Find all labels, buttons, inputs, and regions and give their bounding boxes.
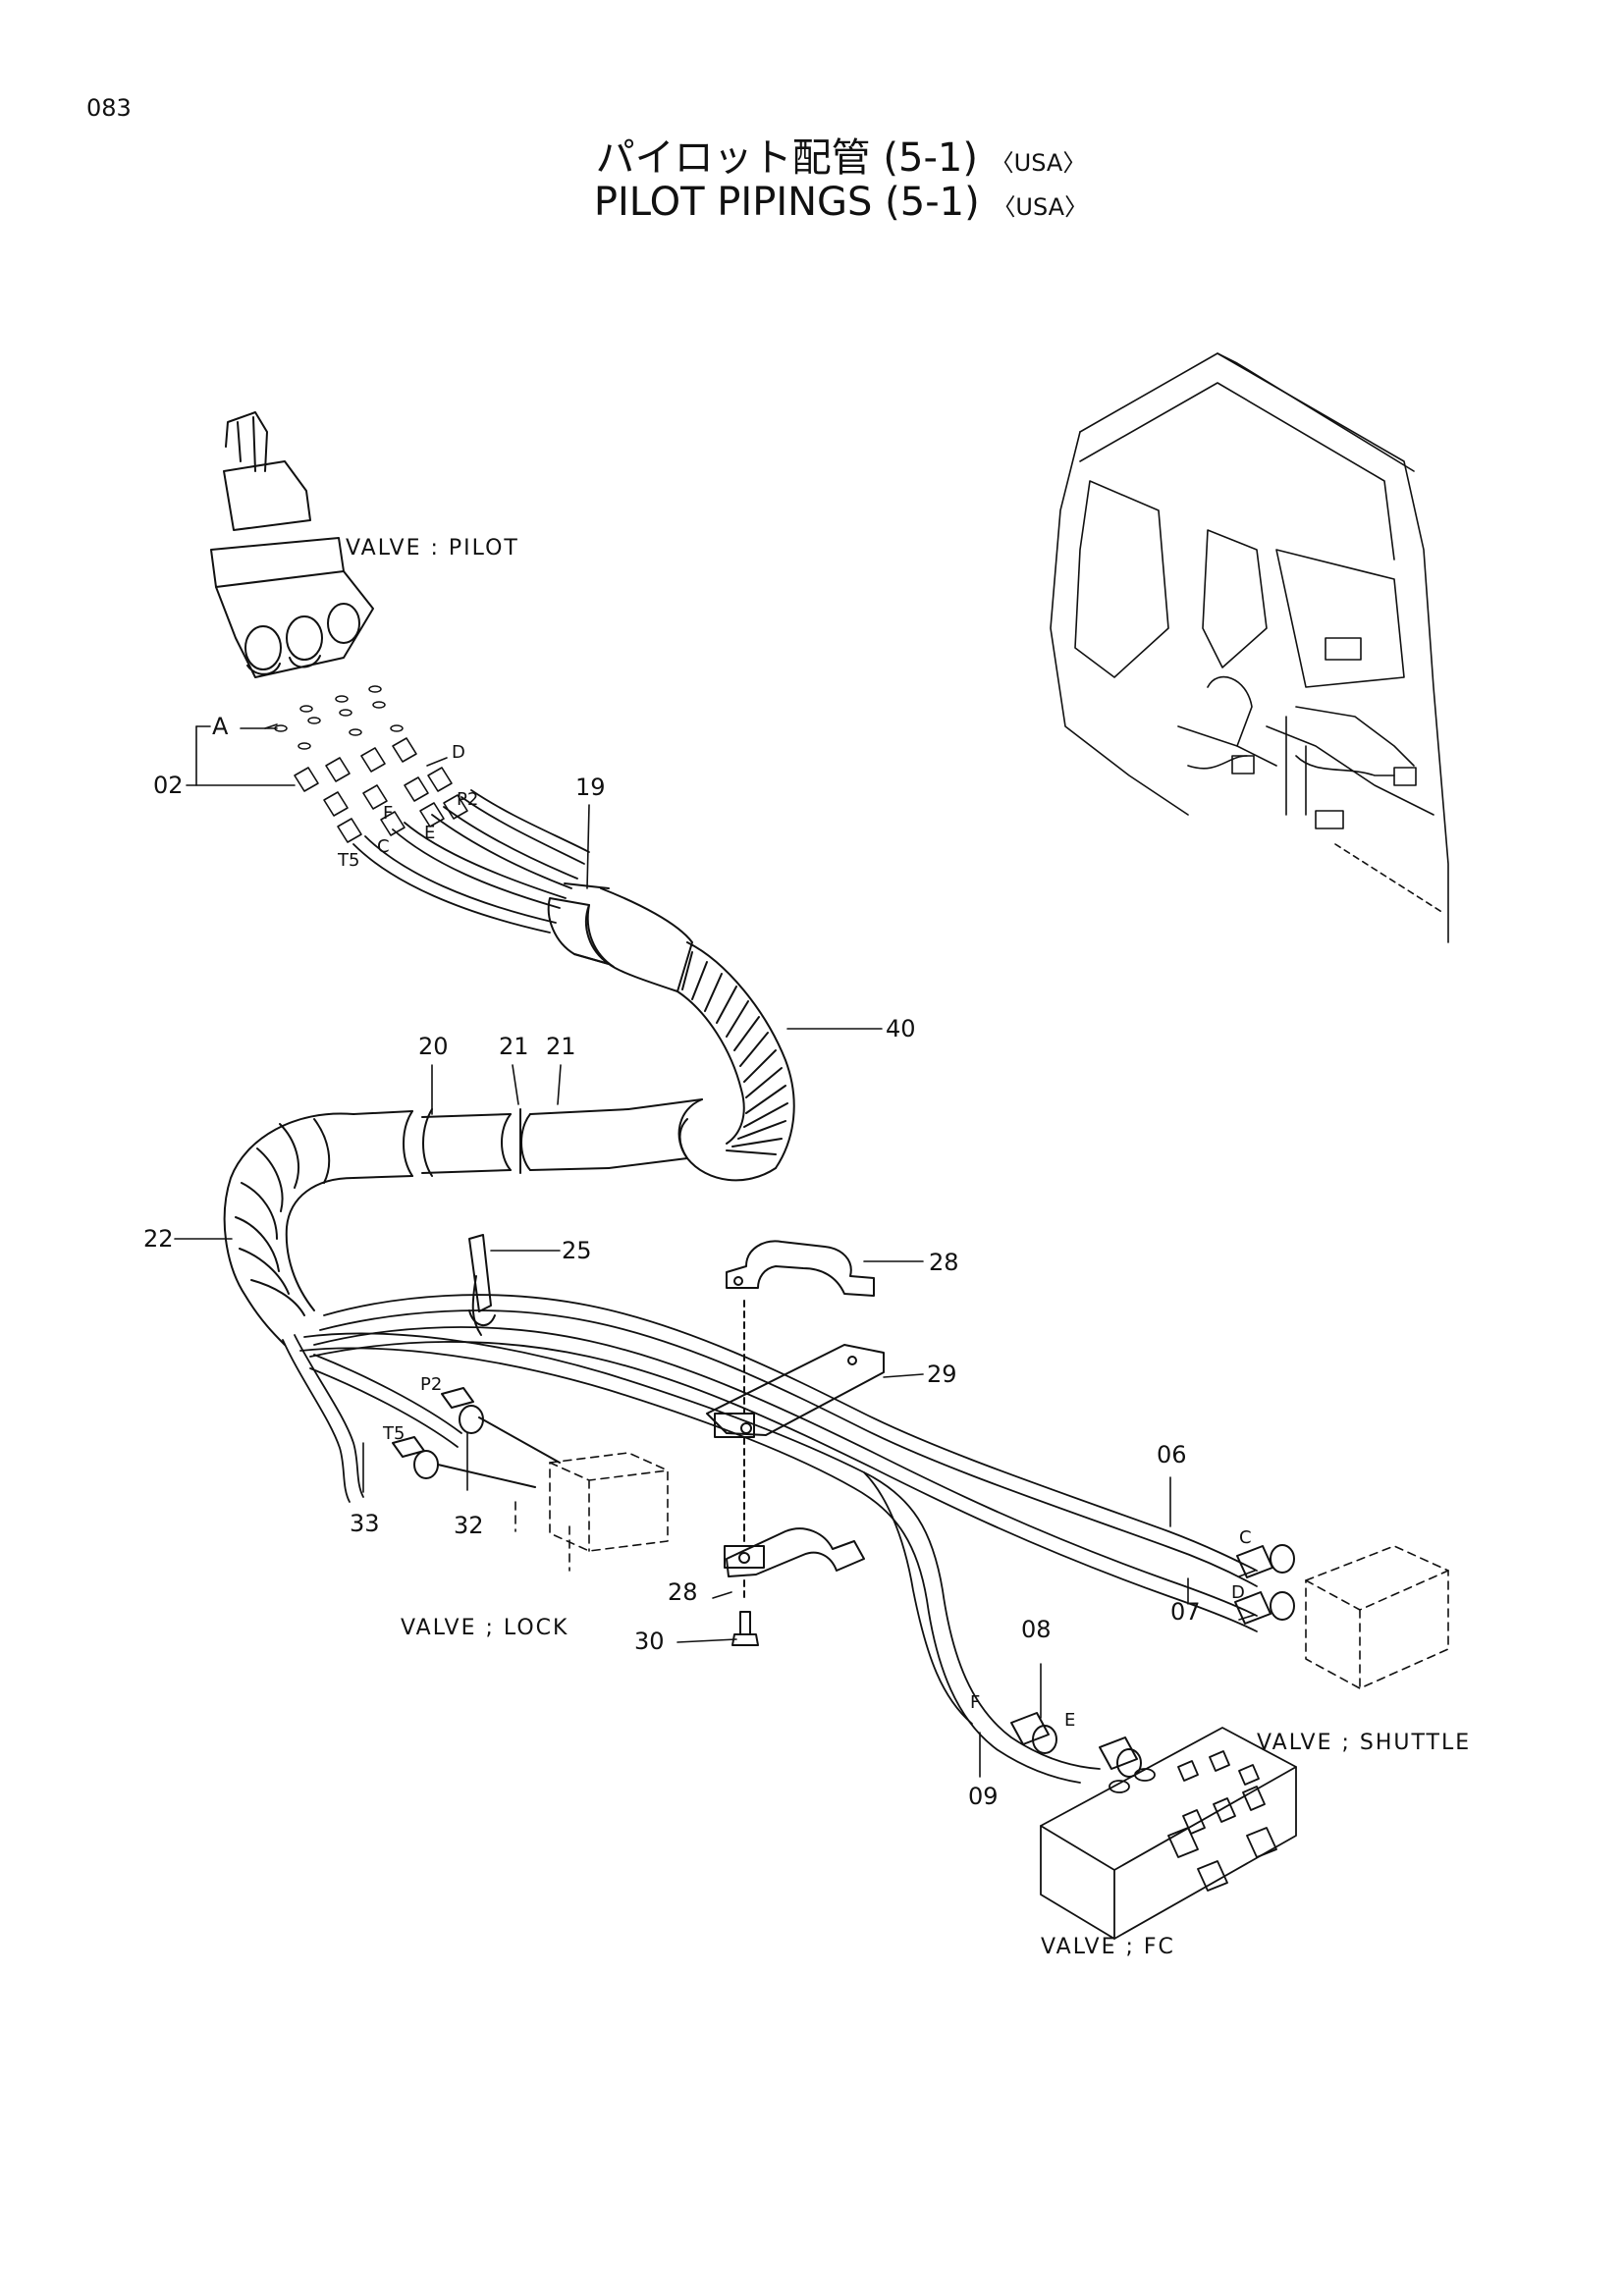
part-02: 02	[153, 772, 184, 799]
port-f-lower: F	[970, 1692, 980, 1713]
part-29: 29	[927, 1361, 957, 1388]
title-en-section: (5-1)	[885, 180, 980, 225]
title-japanese: パイロット配管 (5-1) 〈USA〉	[0, 126, 1623, 183]
part-19: 19	[575, 774, 606, 801]
clamp-28-upper	[726, 1240, 875, 1297]
port-d-lower: D	[1231, 1582, 1245, 1603]
label-valve-shuttle: VALVE ; SHUTTLE	[1257, 1731, 1471, 1755]
leader-lines	[174, 723, 1256, 1778]
part-30: 30	[634, 1628, 665, 1655]
plate-29	[706, 1344, 885, 1438]
shuttle-valve-block	[1305, 1545, 1449, 1689]
port-t5-lower: T5	[382, 1423, 405, 1444]
label-valve-fc: VALVE ; FC	[1041, 1935, 1175, 1959]
port-e-lower: E	[1064, 1710, 1075, 1731]
part-09: 09	[968, 1783, 999, 1810]
title-jp-section: (5-1)	[883, 135, 978, 181]
part-28-lower: 28	[668, 1578, 698, 1606]
pilot-hoses-upper	[352, 789, 590, 934]
page-number: 083	[86, 94, 132, 122]
part-22: 22	[143, 1225, 174, 1253]
bolt-30	[731, 1611, 759, 1646]
part-40: 40	[886, 1015, 916, 1042]
title-en-region-tag: 〈USA〉	[992, 193, 1089, 221]
pilot-valve-body	[210, 411, 374, 678]
band-25	[468, 1234, 496, 1336]
cab-illustration	[1050, 352, 1449, 943]
spiral-wrap-22	[223, 1112, 354, 1346]
valve-lock-block	[514, 1452, 669, 1572]
part-28-upper: 28	[929, 1249, 959, 1276]
port-p2-upper: P2	[457, 789, 478, 810]
title-jp-text: パイロット配管	[595, 135, 871, 181]
part-33: 33	[350, 1510, 380, 1537]
valve-fc-block	[1040, 1727, 1297, 1940]
port-a: A	[212, 713, 229, 740]
fittings-02	[294, 737, 468, 843]
part-21-right: 21	[546, 1033, 576, 1060]
label-valve-lock: VALVE ; LOCK	[401, 1616, 568, 1640]
title-en-text: PILOT PIPINGS	[593, 180, 873, 225]
part-20: 20	[418, 1033, 449, 1060]
port-f-upper: F	[383, 803, 393, 824]
clamp-28-lower	[724, 1527, 865, 1577]
part-21-left: 21	[499, 1033, 529, 1060]
port-c-upper: C	[377, 836, 390, 857]
o-rings	[274, 685, 404, 750]
main-hose-run	[282, 1294, 1258, 1784]
part-08: 08	[1021, 1616, 1052, 1643]
part-06: 06	[1157, 1441, 1187, 1468]
part-25: 25	[562, 1237, 592, 1264]
protector-40	[608, 941, 795, 1182]
title-english: PILOT PIPINGS (5-1) 〈USA〉	[0, 180, 1623, 225]
band-19	[547, 882, 693, 992]
sleeve-20-21	[352, 1108, 629, 1179]
title-jp-region-tag: 〈USA〉	[990, 149, 1087, 177]
hose-end-fittings-08-09	[1010, 1712, 1142, 1778]
part-07: 07	[1170, 1598, 1201, 1626]
lock-valve-fittings	[392, 1387, 561, 1488]
part-32: 32	[454, 1512, 484, 1539]
port-c-lower: C	[1239, 1527, 1252, 1548]
port-t5-upper: T5	[337, 850, 359, 871]
hose-end-fittings-06-07	[1234, 1544, 1295, 1625]
label-valve-pilot: VALVE : PILOT	[346, 536, 519, 561]
port-d-upper: D	[452, 742, 465, 763]
port-e-upper: E	[424, 823, 435, 843]
port-p2-lower: P2	[420, 1374, 442, 1395]
